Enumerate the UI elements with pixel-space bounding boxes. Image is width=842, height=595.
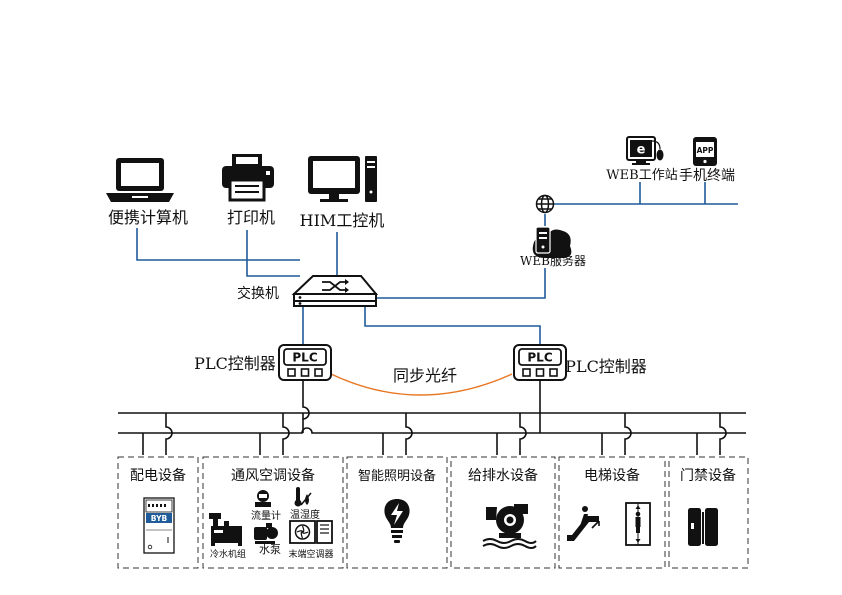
access-gate-icon (688, 508, 718, 546)
plc-right-label: PLC控制器 (565, 357, 647, 376)
svg-text:e: e (637, 143, 646, 158)
box-water (450, 456, 556, 569)
him-computer-icon (308, 156, 377, 202)
plc-left-label: PLC控制器 (194, 354, 276, 373)
box-elevator (558, 456, 666, 569)
web-workstation-icon: e (626, 136, 664, 165)
plc-left-badge: PLC (292, 351, 317, 365)
link-printer-switch (246, 230, 300, 277)
mobile-terminal-label: 手机终端 (679, 168, 735, 184)
mobile-app-icon: APP (693, 137, 717, 166)
app-badge: APP (697, 146, 714, 155)
water-pump-icon (254, 523, 278, 544)
power-brand: BYB (151, 514, 168, 523)
device-title-hvac: 通风空调设备 (231, 467, 315, 484)
box-power (117, 456, 199, 569)
elevator-icon (625, 502, 651, 546)
box-lighting (346, 456, 448, 569)
device-boxes (117, 456, 749, 569)
smart-bulb-icon (384, 499, 410, 543)
fiber-link (330, 373, 513, 396)
printer-label: 打印机 (227, 208, 275, 227)
flowmeter-icon (255, 490, 271, 507)
device-title-elevator: 电梯设备 (584, 467, 640, 484)
link-switch-webserver (368, 268, 546, 299)
box-access (668, 456, 749, 569)
printer-icon (222, 154, 274, 202)
link-him-switch (310, 232, 338, 281)
device-title-power: 配电设备 (130, 467, 186, 484)
terminal-ac-label: 末端空调器 (288, 548, 333, 560)
plc-left-icon: PLC (278, 344, 332, 381)
escalator-icon (567, 506, 600, 541)
device-title-lighting: 智能照明设备 (358, 468, 436, 484)
water-pump-label: 水泵 (259, 543, 281, 556)
humidity-label: 温湿度 (290, 508, 320, 521)
humidity-icon (294, 487, 312, 507)
web-server-icon (532, 226, 572, 258)
power-cabinet-icon: BYB (143, 497, 175, 554)
plc-right-icon: PLC (513, 344, 567, 381)
laptop-icon (106, 158, 174, 202)
him-label: HIM工控机 (300, 211, 385, 230)
flowmeter-label: 流量计 (251, 509, 281, 522)
web-server-label: WEB服务器 (520, 253, 586, 268)
internet-globe-icon (535, 194, 555, 214)
device-title-access: 门禁设备 (680, 467, 736, 484)
terminal-ac-icon (289, 520, 333, 544)
laptop-label: 便携计算机 (108, 208, 188, 227)
chiller-icon (209, 513, 242, 546)
network-links (136, 182, 738, 345)
chiller-label: 冷水机组 (210, 548, 246, 560)
network-switch-icon (291, 275, 379, 307)
water-pump-large-icon (482, 504, 537, 549)
box-hvac (202, 456, 344, 569)
plc-right-badge: PLC (527, 351, 552, 365)
device-title-water: 给排水设备 (468, 467, 538, 484)
link-switch-plc-right (364, 306, 541, 345)
switch-label: 交换机 (237, 285, 279, 302)
web-workstation-label: WEB工作站 (606, 168, 677, 183)
link-laptop-switch (136, 228, 300, 261)
fiber-label: 同步光纤 (393, 366, 457, 385)
bus-drops (142, 413, 727, 455)
field-bus (118, 380, 746, 434)
